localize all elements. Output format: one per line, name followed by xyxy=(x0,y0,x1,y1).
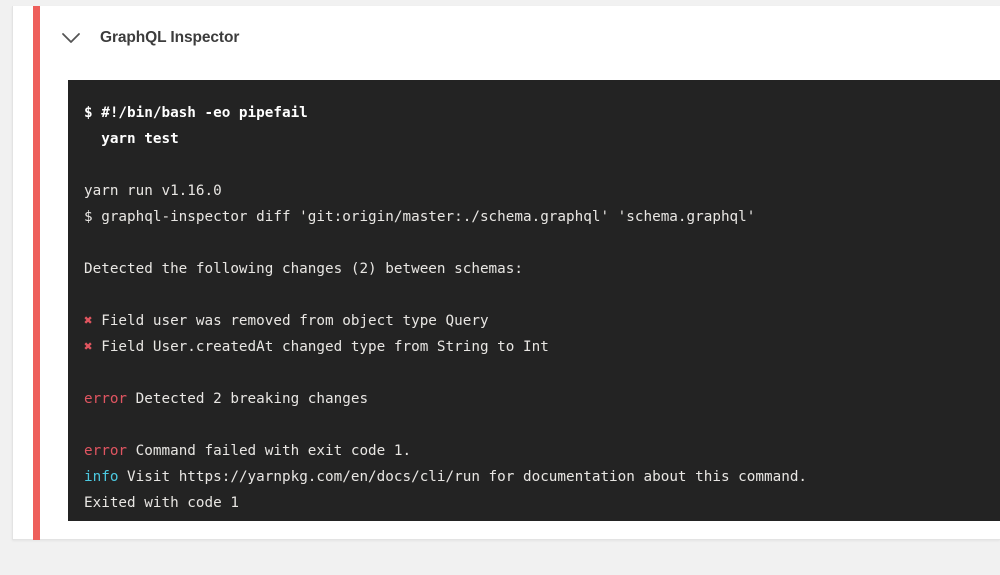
terminal-line xyxy=(84,282,984,308)
breaking-change-icon: ✖ xyxy=(84,313,93,329)
step-header[interactable]: GraphQL Inspector xyxy=(40,6,1000,69)
terminal-line: Detected the following changes (2) betwe… xyxy=(84,261,523,277)
terminal-line: $ graphql-inspector diff 'git:origin/mas… xyxy=(84,209,756,225)
terminal-line: info Visit https://yarnpkg.com/en/docs/c… xyxy=(84,464,984,490)
terminal-line xyxy=(84,412,984,438)
chevron-down-icon[interactable] xyxy=(58,25,84,51)
terminal-line: error Detected 2 breaking changes xyxy=(84,386,984,412)
log-level-info: info xyxy=(84,469,119,485)
status-accent-bar xyxy=(33,6,40,540)
terminal-line-text: Detected 2 breaking changes xyxy=(127,391,369,407)
terminal-line-text: Command failed with exit code 1. xyxy=(127,443,412,459)
terminal-output: $ #!/bin/bash -eo pipefail yarn test yar… xyxy=(84,100,984,516)
terminal-line-text: Field User.createdAt changed type from S… xyxy=(92,339,549,355)
terminal-line: error Command failed with exit code 1. xyxy=(84,438,984,464)
terminal-line xyxy=(84,360,984,386)
terminal-line xyxy=(84,230,984,256)
breaking-change-icon: ✖ xyxy=(84,339,93,355)
terminal-log[interactable]: $ #!/bin/bash -eo pipefail yarn test yar… xyxy=(68,80,1000,521)
page-title: GraphQL Inspector xyxy=(100,28,240,46)
terminal-line: yarn test xyxy=(84,131,179,147)
terminal-line: yarn run v1.16.0 xyxy=(84,183,222,199)
terminal-line: ✖ Field User.createdAt changed type from… xyxy=(84,334,984,360)
terminal-line: $ #!/bin/bash -eo pipefail xyxy=(84,105,308,121)
terminal-line: Exited with code 1 xyxy=(84,495,239,511)
terminal-line-text: Field user was removed from object type … xyxy=(92,313,489,329)
log-level-error: error xyxy=(84,443,128,459)
terminal-line: ✖ Field user was removed from object typ… xyxy=(84,308,984,334)
terminal-line-text: Visit https://yarnpkg.com/en/docs/cli/ru… xyxy=(118,469,808,485)
log-level-error: error xyxy=(84,391,128,407)
terminal-line xyxy=(84,152,984,178)
